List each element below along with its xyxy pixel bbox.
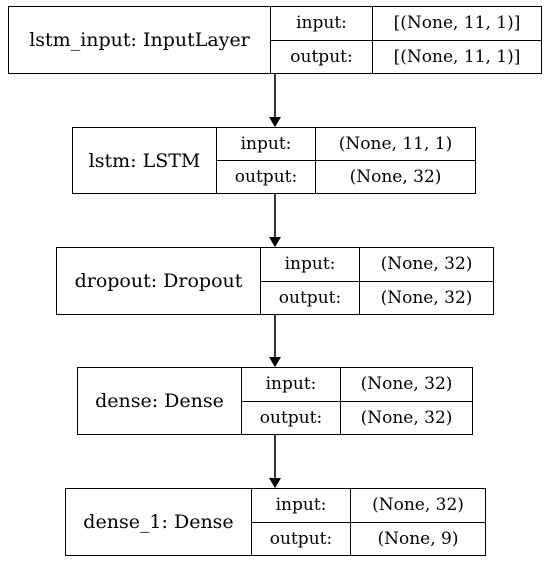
layer-name: lstm_input: InputLayer [9, 7, 271, 73]
output-shape: (None, 32) [380, 287, 473, 308]
input-label: input: [242, 368, 340, 402]
input-shape: (None, 32) [360, 248, 493, 282]
output-label: output: [269, 528, 333, 549]
layer-node-lstm: lstm: LSTM input: output: (None, 11, 1) … [72, 127, 476, 194]
layer-node-dense-1: dense_1: Dense input: output: (None, 32)… [65, 488, 486, 556]
layer-name: dense_1: Dense [66, 489, 252, 555]
layer-node-lstm-input: lstm_input: InputLayer input: output: [(… [8, 6, 542, 74]
output-label: output: [259, 407, 323, 428]
input-label: input: [252, 489, 350, 523]
output-label: output: [234, 167, 298, 187]
output-shape: (None, 32) [360, 407, 453, 428]
input-label: input: [217, 128, 315, 161]
output-label: output: [290, 46, 353, 67]
layer-node-dropout: dropout: Dropout input: output: (None, 3… [56, 247, 494, 315]
output-label: output: [278, 287, 342, 308]
layer-name: lstm: LSTM [73, 128, 217, 193]
input-shape: (None, 11, 1) [316, 128, 475, 161]
output-shape: (None, 32) [349, 167, 442, 187]
layer-name: dropout: Dropout [57, 248, 261, 314]
input-label: input: [271, 7, 372, 41]
output-shape: [(None, 11, 1)] [393, 46, 521, 67]
output-shape: (None, 9) [377, 528, 459, 549]
input-shape: [(None, 11, 1)] [373, 7, 541, 41]
input-label: input: [261, 248, 359, 282]
layer-node-dense: dense: Dense input: output: (None, 32) (… [77, 367, 473, 435]
input-shape: (None, 32) [351, 489, 485, 523]
input-shape: (None, 32) [341, 368, 472, 402]
layer-name: dense: Dense [78, 368, 242, 434]
